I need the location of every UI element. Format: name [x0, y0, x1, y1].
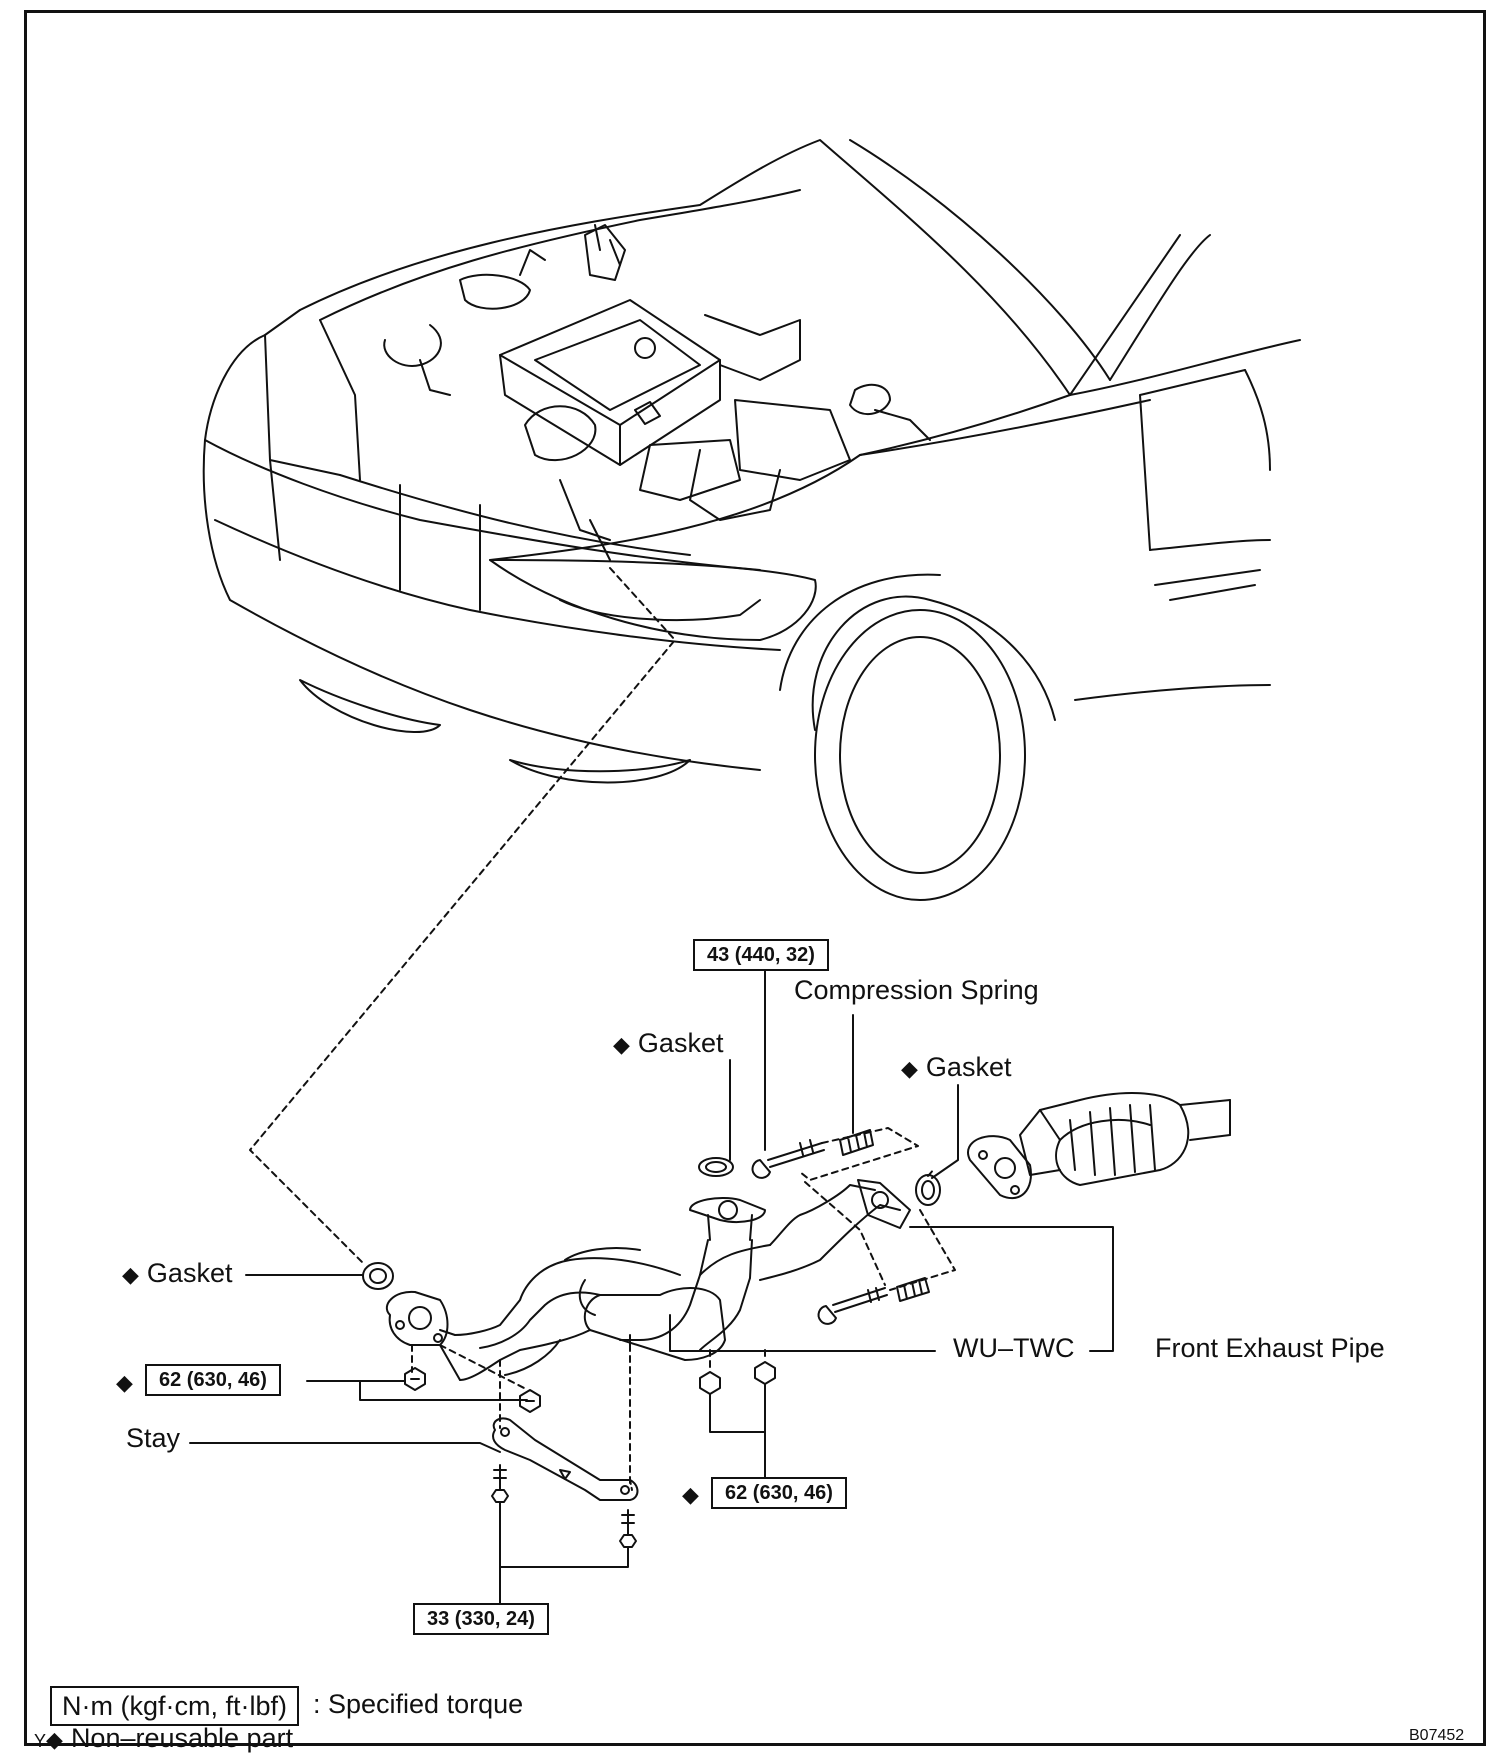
stay-label: Stay — [126, 1423, 181, 1453]
nut-left-1 — [404, 1367, 426, 1391]
nut-right-2 — [754, 1361, 776, 1385]
torque-right-diamond: ◆ — [682, 1478, 707, 1510]
gasket-upper — [698, 1157, 734, 1177]
nonreusable-diamond-icon: ◆ — [613, 1032, 630, 1057]
nut-right-1 — [699, 1371, 721, 1395]
bolt-stay-1 — [491, 1464, 509, 1503]
gasket-right-label: ◆Gasket — [901, 1052, 1012, 1082]
nonreusable-diamond-icon: ◆ — [46, 1727, 63, 1752]
legend-prefix: Y — [34, 1731, 47, 1751]
exhaust-assembly — [362, 1092, 1231, 1548]
torque-label-left: 62 (630, 46) — [145, 1364, 281, 1396]
torque-label-right: 62 (630, 46) — [711, 1477, 847, 1509]
wu-twc-label: WU–TWC — [953, 1333, 1075, 1363]
nonreusable-diamond-icon: ◆ — [901, 1056, 918, 1081]
spring-lower — [896, 1277, 930, 1302]
car-illustration — [202, 139, 1301, 901]
torque-left-diamond: ◆ — [116, 1366, 141, 1398]
gasket-left — [362, 1262, 394, 1290]
nonreusable-diamond-icon: ◆ — [682, 1482, 699, 1507]
legend-torque-desc: : Specified torque — [313, 1689, 524, 1719]
bolt-top — [751, 1139, 825, 1179]
stay-bracket — [492, 1417, 639, 1501]
nut-left-2 — [519, 1389, 541, 1413]
leader-lines — [189, 966, 1114, 1604]
front-exhaust-pipe-label: Front Exhaust Pipe — [1155, 1333, 1385, 1363]
compression-spring-label: Compression Spring — [794, 975, 1039, 1005]
gasket-left-label: ◆Gasket — [122, 1258, 233, 1288]
legend-nonreusable: Y◆ Non–reusable part — [34, 1723, 293, 1756]
gasket-upper-label: ◆Gasket — [613, 1028, 724, 1058]
bolt-stay-2 — [619, 1509, 637, 1548]
torque-label-top: 43 (440, 32) — [693, 939, 829, 971]
torque-label-bottom: 33 (330, 24) — [413, 1603, 549, 1635]
figure-code: B07452 — [1409, 1727, 1465, 1744]
leader-dashed-car — [249, 567, 676, 1266]
diagram-frame — [24, 10, 1486, 1746]
legend-nonreusable-text: Non–reusable part — [70, 1723, 294, 1753]
gasket-right — [915, 1174, 941, 1206]
nonreusable-diamond-icon: ◆ — [122, 1262, 139, 1287]
legend-torque-unit: N·m (kgf·cm, ft·lbf) — [50, 1686, 299, 1726]
spring-top — [839, 1129, 874, 1156]
nonreusable-diamond-icon: ◆ — [116, 1370, 133, 1395]
bolt-lower — [817, 1287, 888, 1325]
